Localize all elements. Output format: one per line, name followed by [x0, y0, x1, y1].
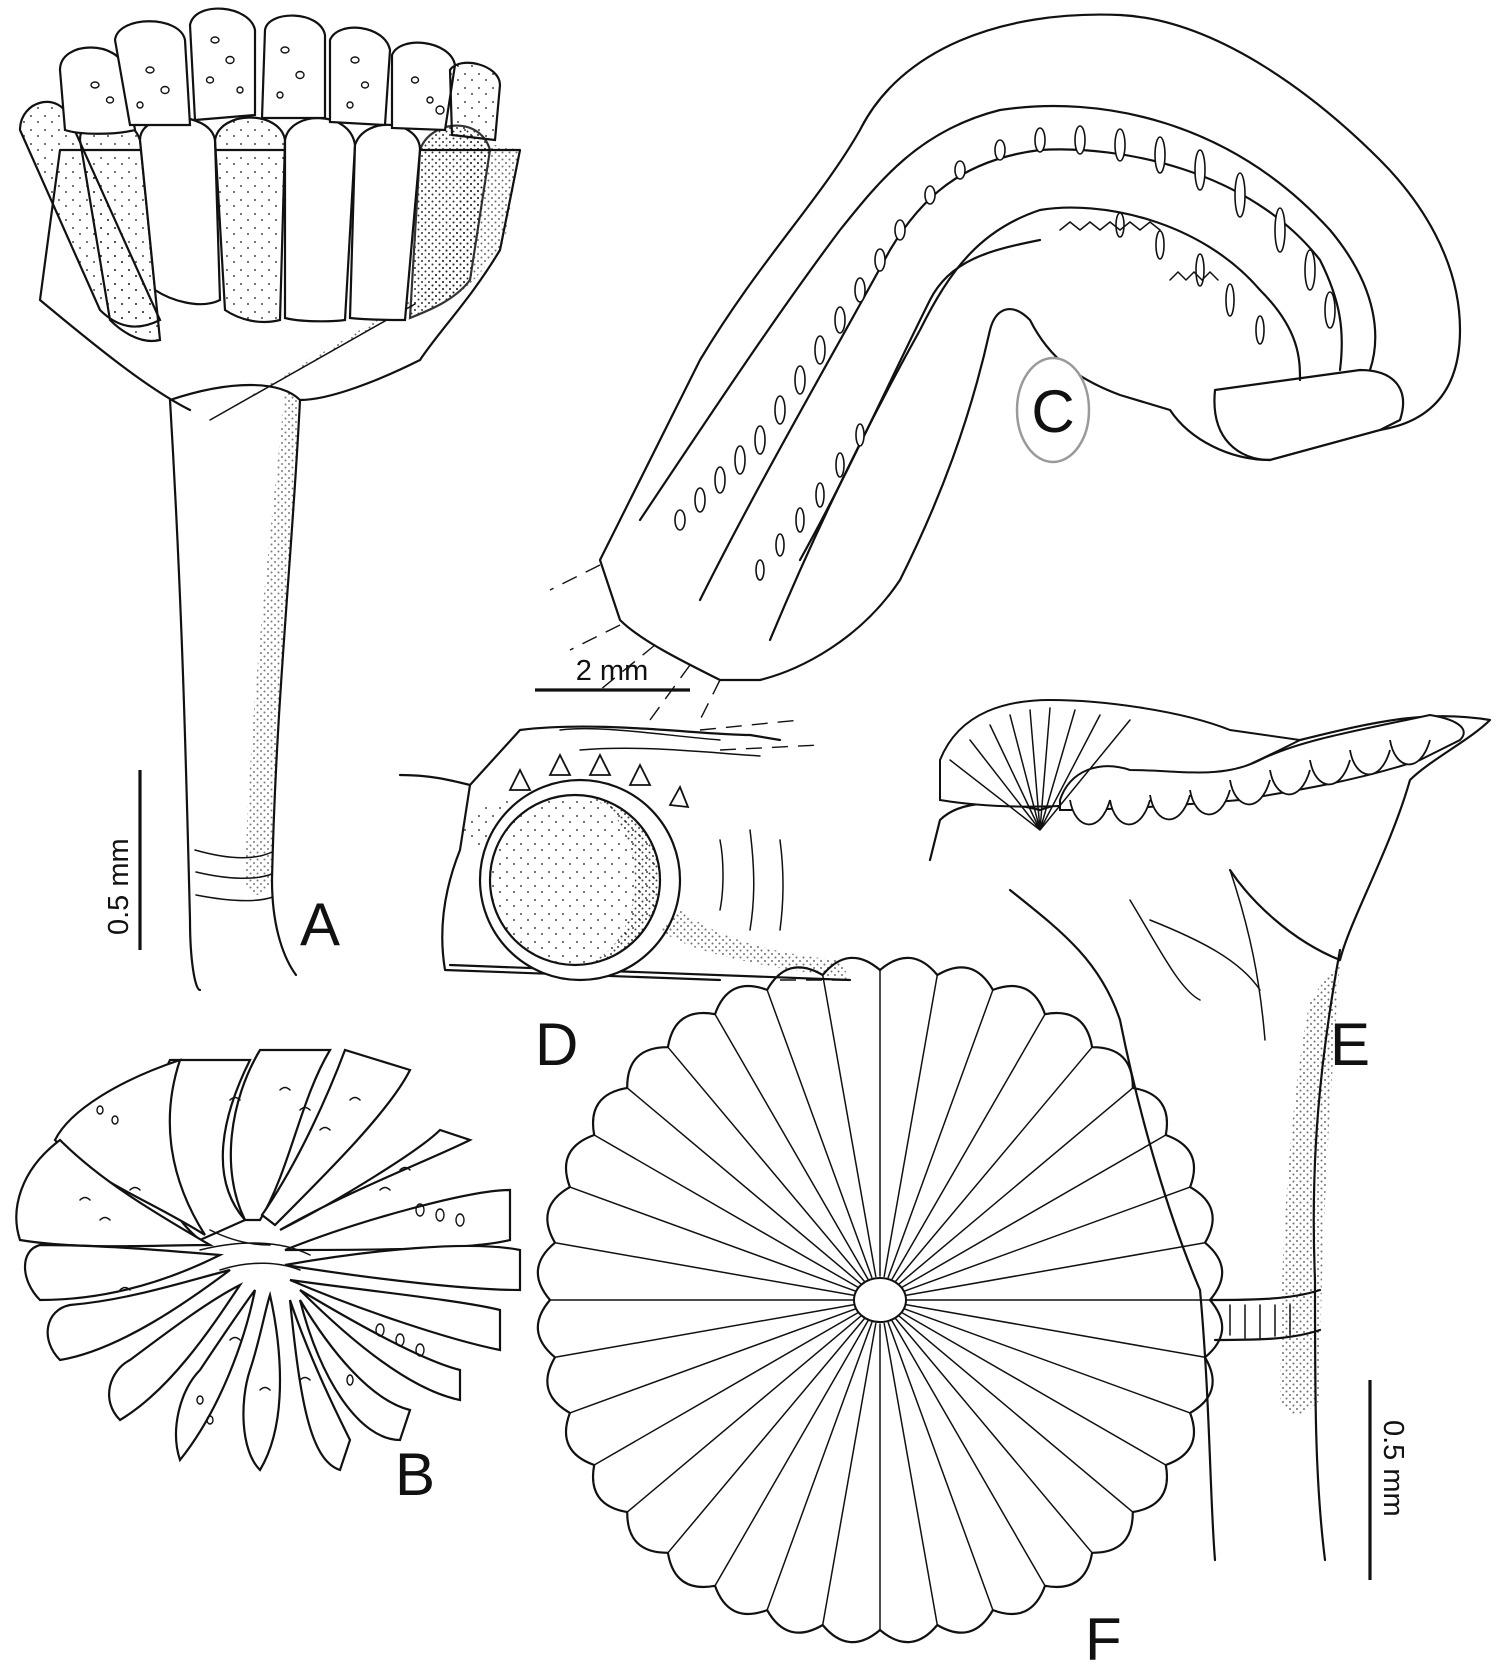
septum-line	[821, 974, 877, 1278]
septum-line	[891, 1320, 1046, 1587]
septum-line	[626, 1087, 863, 1286]
septum-line	[897, 1314, 1134, 1513]
septum-line	[900, 1311, 1167, 1466]
septum-line	[626, 1314, 863, 1513]
septum-line	[897, 1087, 1134, 1286]
septum-line	[569, 1186, 859, 1293]
septum-line	[714, 1320, 869, 1587]
panel-c-drawing: C 2 mm	[535, 13, 1462, 721]
panel-f-drawing: F	[536, 956, 1224, 1673]
panel-label-d: D	[535, 1011, 578, 1078]
septum-line	[667, 1046, 866, 1283]
septum-line	[569, 1307, 859, 1414]
septum-line	[821, 1322, 877, 1626]
panel-e-drawing: 0.5 mm E	[928, 698, 1492, 1580]
septum-line	[883, 974, 939, 1278]
panel-label-e: E	[1330, 1011, 1370, 1078]
scale-label-e: 0.5 mm	[1377, 1420, 1409, 1517]
septum-line	[554, 1303, 858, 1359]
septum-line	[714, 1013, 869, 1280]
septum-line	[667, 1317, 866, 1554]
septum-line	[900, 1134, 1167, 1289]
panel-label-a: A	[300, 891, 340, 958]
septum-line	[766, 989, 873, 1279]
panel-b-drawing: B	[15, 1048, 522, 1508]
panel-a-drawing: 0.5 mm A	[18, 7, 522, 992]
panel-label-c: C	[1031, 378, 1074, 445]
scale-label-a: 0.5 mm	[103, 838, 135, 935]
septum-line	[894, 1317, 1093, 1554]
septum-line	[887, 989, 994, 1279]
septum-line	[593, 1134, 860, 1289]
septum-line	[901, 1186, 1191, 1293]
septum-line	[902, 1241, 1206, 1297]
septum-line	[901, 1307, 1191, 1414]
septum-line	[902, 1303, 1206, 1359]
septum-line	[883, 1322, 939, 1626]
panel-c-highlight-ring	[1015, 356, 1091, 464]
septum-line	[894, 1046, 1093, 1283]
panel-d-drawing: D	[398, 719, 852, 1078]
scale-label-c: 2 mm	[576, 655, 649, 687]
septum-line	[887, 1321, 994, 1611]
septum-line	[593, 1311, 860, 1466]
septum-line	[891, 1013, 1046, 1280]
panel-label-b: B	[395, 1441, 435, 1508]
septum-line	[554, 1241, 858, 1297]
panel-label-f: F	[1085, 1606, 1122, 1673]
septum-line	[766, 1321, 873, 1611]
